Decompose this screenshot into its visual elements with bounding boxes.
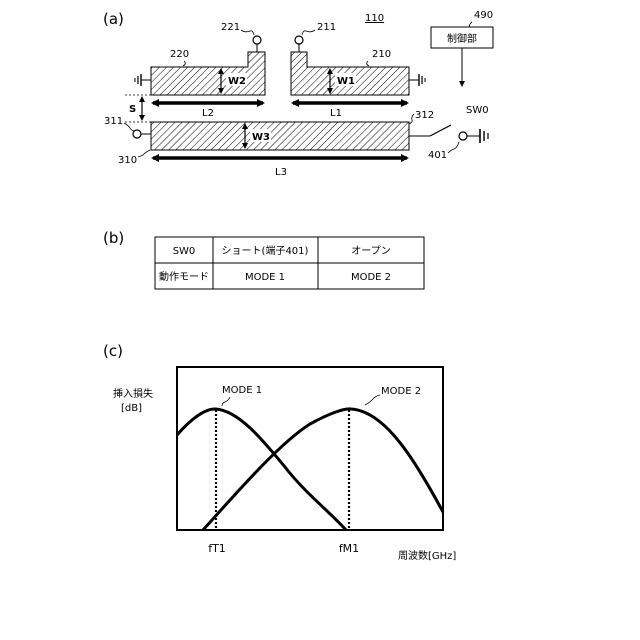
line-bottom [151, 122, 409, 150]
table-cell: 動作モード [159, 270, 209, 283]
x-axis-label: 周波数[GHz] [398, 549, 456, 562]
controller-ref-label: 490 [474, 10, 493, 21]
ground-icon [480, 129, 488, 143]
panel-label-b: (b) [103, 229, 124, 247]
tick-fT1: fT1 [208, 542, 226, 555]
table-cell: オープン [351, 245, 390, 257]
port-right-ref: 211 [317, 22, 336, 33]
table-cell: ショート(端子401) [222, 244, 309, 257]
leader-squiggle [183, 61, 185, 66]
tick-fM1: fM1 [339, 542, 359, 555]
width-left-label: W2 [228, 76, 246, 87]
line-end-ref: 312 [415, 110, 434, 121]
length-right-label: L1 [330, 108, 342, 119]
mode-table: SW0 ショート(端子401) オープン 動作モード MODE 1 MODE 2 [155, 237, 424, 289]
leader-squiggle [302, 30, 315, 35]
y-axis-unit: [dB] [121, 403, 142, 414]
table-cell: MODE 2 [351, 272, 391, 283]
port-left-ref: 221 [221, 22, 240, 33]
panel-label-a: (a) [103, 10, 124, 28]
leader-squiggle [367, 61, 369, 66]
port-terminal-icon [133, 130, 141, 138]
ground-icon [135, 74, 141, 86]
port-terminal-icon [295, 36, 303, 44]
leader-squiggle [409, 114, 414, 124]
mode1-label: MODE 1 [222, 385, 262, 396]
mode2-label: MODE 2 [381, 386, 421, 397]
controller-label: 制御部 [447, 32, 477, 45]
table-cell: SW0 [173, 246, 196, 257]
switch-label: SW0 [466, 105, 489, 116]
device-ref-label: 110 [365, 13, 384, 24]
resonator-left-ref: 220 [170, 49, 189, 60]
switch-terminal-ref: 401 [428, 150, 447, 161]
resonator-left [151, 52, 265, 95]
port-bottom-ref: 311 [104, 116, 123, 127]
y-axis-label: 挿入損失 [113, 387, 153, 400]
switch-terminal-icon [459, 132, 467, 140]
leader-squiggle [138, 150, 150, 157]
length-left-label: L2 [202, 108, 214, 119]
port-terminal-icon [253, 36, 261, 44]
resonator-right-ref: 210 [372, 49, 391, 60]
switch-blade [430, 125, 451, 136]
width-bottom-label: W3 [252, 132, 270, 143]
length-bottom-label: L3 [275, 167, 287, 178]
gap-label: S [129, 104, 136, 115]
leader-squiggle [124, 123, 134, 131]
leader-squiggle [241, 30, 254, 35]
ground-icon [419, 74, 425, 86]
line-bottom-ref: 310 [118, 155, 137, 166]
width-right-label: W1 [337, 76, 355, 87]
table-cell: MODE 1 [245, 272, 285, 283]
leader-squiggle [448, 142, 459, 153]
panel-label-c: (c) [103, 342, 123, 360]
